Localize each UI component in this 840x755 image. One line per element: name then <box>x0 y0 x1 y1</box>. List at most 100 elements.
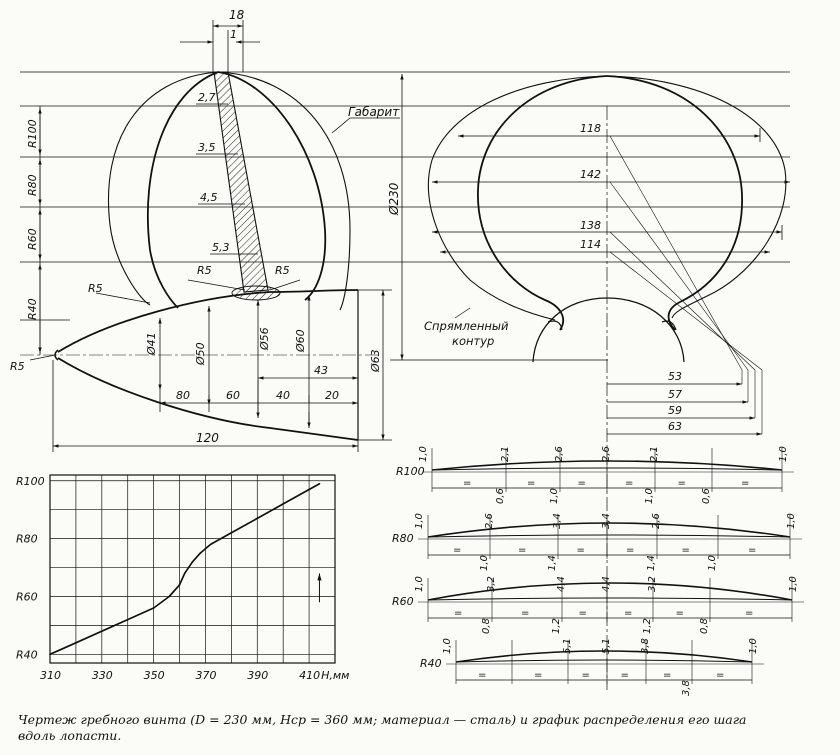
radius-label: R100 <box>26 119 39 148</box>
section-equal-mark: = <box>626 545 634 556</box>
reference-lines <box>20 71 790 321</box>
hub-diameter-label: Ø60 <box>294 329 307 353</box>
pitch-point <box>199 552 202 554</box>
radius-label: R60 <box>26 228 39 250</box>
hub-length-label: 43 <box>314 364 328 377</box>
section-face-label: 1,0 <box>707 555 718 571</box>
section-thickness-label: 3,4 <box>601 513 612 529</box>
hub-length-label: 60 <box>226 389 240 402</box>
section-thickness-label: 5,1 <box>562 638 573 654</box>
fillet-label: R5 <box>197 264 212 277</box>
pitch-curve <box>49 482 320 656</box>
blade-section-hatch <box>213 71 269 293</box>
section-equal-mark: = <box>454 608 462 619</box>
chart-frame <box>49 474 336 664</box>
caption-line: вдоль лопасти. <box>18 728 122 743</box>
section-face <box>427 597 793 601</box>
radius-label: R40 <box>26 298 39 320</box>
pitch-point <box>308 488 310 491</box>
section-equal-mark: = <box>682 545 690 556</box>
section-name: R40 <box>420 657 442 670</box>
section-equal-mark: = <box>534 670 542 681</box>
thickness-label: 3,5 <box>198 141 216 154</box>
section-thickness-label: 4,4 <box>601 576 612 592</box>
section-equal-mark: = <box>741 478 749 489</box>
gabarit-label: Габарит <box>348 105 400 119</box>
section-face <box>427 534 791 538</box>
section-equal-mark: = <box>663 670 671 681</box>
section-thickness-label: 4,4 <box>556 576 567 592</box>
section-thickness-label: 2,6 <box>554 446 565 462</box>
pitch-point <box>183 572 186 575</box>
chord-width-label: 114 <box>580 238 601 251</box>
blade-outline <box>146 71 219 309</box>
section-face-label: 0,6 <box>495 488 506 504</box>
chart-xtick-label: 310 <box>40 669 61 682</box>
figure-caption: Чертеж гребного винта (D = 230 мм, Hср =… <box>18 712 833 744</box>
chord-width-label: 138 <box>580 219 601 232</box>
chart-xtick-label: 410 <box>299 669 320 682</box>
section-equal-mark: = <box>582 670 590 681</box>
section-thickness-label: 2,1 <box>500 446 511 462</box>
section-face-label: 3,8 <box>681 680 692 696</box>
section-thickness-label: 2,6 <box>484 513 495 529</box>
dim-1: 1 <box>230 28 237 41</box>
blade-side-labels: 18 1 2,7 3,5 4,5 5,3 Габарит R5 R5 R5 R5… <box>10 8 400 445</box>
hub-diameter-label: Ø56 <box>258 327 271 351</box>
section-equal-mark: = <box>463 478 471 489</box>
section-equal-mark: = <box>748 545 756 556</box>
pitch-point <box>49 653 51 656</box>
straightened-contour-view <box>390 74 790 690</box>
section-face-label: 1,4 <box>547 555 558 571</box>
section-thickness-label: 2,6 <box>601 446 612 462</box>
offset-label: 53 <box>668 370 682 383</box>
section-thickness-label: 1,0 <box>788 576 799 592</box>
chord-width-label: 118 <box>580 122 601 135</box>
section-thickness-label: 1,0 <box>414 513 425 529</box>
hub-length-label: 20 <box>325 389 339 402</box>
section-thickness-label: 1,0 <box>442 638 453 654</box>
pitch-point <box>75 641 77 644</box>
thickness-label: 4,5 <box>200 191 218 204</box>
section-thickness-label: 1,0 <box>414 576 425 592</box>
chart-ytick-label: R60 <box>16 590 38 603</box>
pitch-point <box>282 503 284 505</box>
thickness-label: 2,7 <box>198 91 216 104</box>
section-equal-mark: = <box>527 478 535 489</box>
section-equal-mark: = <box>621 670 629 681</box>
hub-diameter-label: Ø63 <box>369 349 382 373</box>
section-face-label: 1,0 <box>644 488 655 504</box>
chart-xtick-label: 390 <box>247 669 268 682</box>
chart-ytick-label: R80 <box>16 533 38 546</box>
section-thickness-label: 2,1 <box>649 446 660 462</box>
dim-18: 18 <box>229 8 245 22</box>
pitch-point <box>209 543 212 546</box>
section-face-label: 1,0 <box>549 488 560 504</box>
section-equal-mark: = <box>518 545 526 556</box>
chart-xaxis-label: H,мм <box>321 669 349 682</box>
caption-line: Чертеж гребного винта (D = 230 мм, Hср =… <box>18 712 747 727</box>
section-thickness-label: 3,2 <box>486 576 497 592</box>
section-face <box>455 659 753 663</box>
offset-label: 59 <box>668 404 682 417</box>
hub-outline <box>57 289 359 353</box>
straightened-label: Спрямленный <box>424 319 509 333</box>
chord-width-label: 142 <box>580 168 601 181</box>
section-thickness-label: 2,6 <box>651 513 662 529</box>
chart-xtick-label: 370 <box>195 669 216 682</box>
pitch-point <box>256 517 259 520</box>
section-equal-mark: = <box>453 545 461 556</box>
section-face-label: 0,6 <box>701 488 712 504</box>
section-face-label: 0,8 <box>699 618 710 634</box>
pitch-point <box>152 607 155 609</box>
chart-xtick-label: 350 <box>144 669 165 682</box>
section-face-label: 1,0 <box>479 555 490 571</box>
hub-length-label: 120 <box>196 431 219 445</box>
fillet-label: R5 <box>275 264 290 277</box>
thickness-label: 5,3 <box>212 241 230 254</box>
pitch-point <box>191 560 194 563</box>
offset-label: 63 <box>668 420 682 433</box>
